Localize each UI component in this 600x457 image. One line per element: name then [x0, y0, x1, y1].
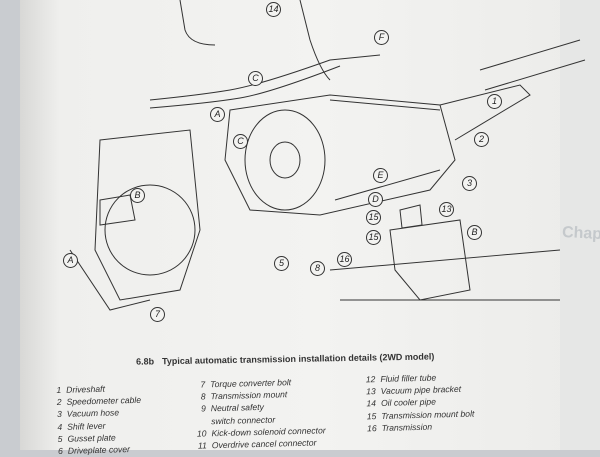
legend-text: Vacuum pipe bracket — [381, 384, 462, 396]
legend-text: switch connector — [211, 414, 275, 426]
callout: 13 — [439, 202, 454, 217]
legend-number: 15 — [362, 410, 376, 423]
legend-number: 8 — [191, 391, 205, 404]
callout: 16 — [337, 252, 352, 267]
legend-column-2: 7 Torque converter bolt 8 Transmission mou… — [191, 375, 326, 452]
engine-block — [70, 130, 200, 310]
legend-text: Transmission mount — [210, 389, 287, 401]
legend-text: Shift lever — [67, 420, 105, 431]
callout: E — [373, 168, 388, 183]
legend-number: 7 — [191, 378, 205, 391]
legend-number: 10 — [192, 427, 206, 440]
legend-text: Driveshaft — [66, 384, 105, 395]
legend-number: 13 — [362, 385, 376, 398]
legend-text: Transmission mount bolt — [381, 408, 474, 420]
legend-number: 1 — [47, 384, 61, 397]
cooler-pipes — [150, 0, 380, 108]
callout: 15 — [366, 230, 381, 245]
legend-number: 9 — [192, 403, 206, 416]
callout: B — [467, 225, 482, 240]
transmission-body — [225, 40, 585, 215]
legend-number: 12 — [361, 373, 375, 386]
legend-number: 6 — [49, 445, 63, 457]
callout: A — [210, 107, 225, 122]
legend-text: Fluid filler tube — [380, 373, 436, 384]
legend-text: Neutral safety — [211, 402, 264, 413]
transmission-diagram — [0, 0, 600, 350]
callout: 3 — [462, 176, 477, 191]
legend-text: Gusset plate — [67, 432, 115, 443]
callout: C — [248, 71, 263, 86]
legend-number: 5 — [48, 433, 62, 446]
callout: 5 — [274, 256, 289, 271]
figure-number: 6.8b — [136, 356, 154, 366]
callout: B — [130, 188, 145, 203]
legend-number: 16 — [362, 422, 376, 435]
mount-bracket — [330, 205, 560, 300]
callout: D — [368, 192, 383, 207]
legend-column-3: 12 Fluid filler tube 13 Vacuum pipe bracke… — [361, 371, 475, 435]
legend-number: 4 — [48, 420, 62, 433]
callout: 7 — [150, 307, 165, 322]
legend-text: Overdrive cancel connector — [212, 438, 317, 451]
callout: C — [233, 134, 248, 149]
legend-text: Vacuum hose — [67, 408, 119, 419]
legend-number: 2 — [47, 396, 61, 409]
legend-text: Oil cooler pipe — [381, 397, 436, 408]
legend-column-1: 1 Driveshaft 2 Speedometer cable 3 Vacuum h… — [47, 382, 142, 457]
callout: A — [63, 253, 78, 268]
callout: 1 — [487, 94, 502, 109]
legend-text: Speedometer cable — [66, 395, 141, 407]
callout: F — [374, 30, 389, 45]
callout: 14 — [266, 2, 281, 17]
legend-text: Transmission — [382, 421, 433, 432]
legend-text: Torque converter bolt — [210, 377, 291, 389]
legend-number: 14 — [362, 398, 376, 411]
callout: 15 — [366, 210, 381, 225]
legend-number: 11 — [193, 439, 207, 452]
callout: 2 — [474, 132, 489, 147]
callout: 8 — [310, 261, 325, 276]
legend-number: 3 — [48, 408, 62, 421]
